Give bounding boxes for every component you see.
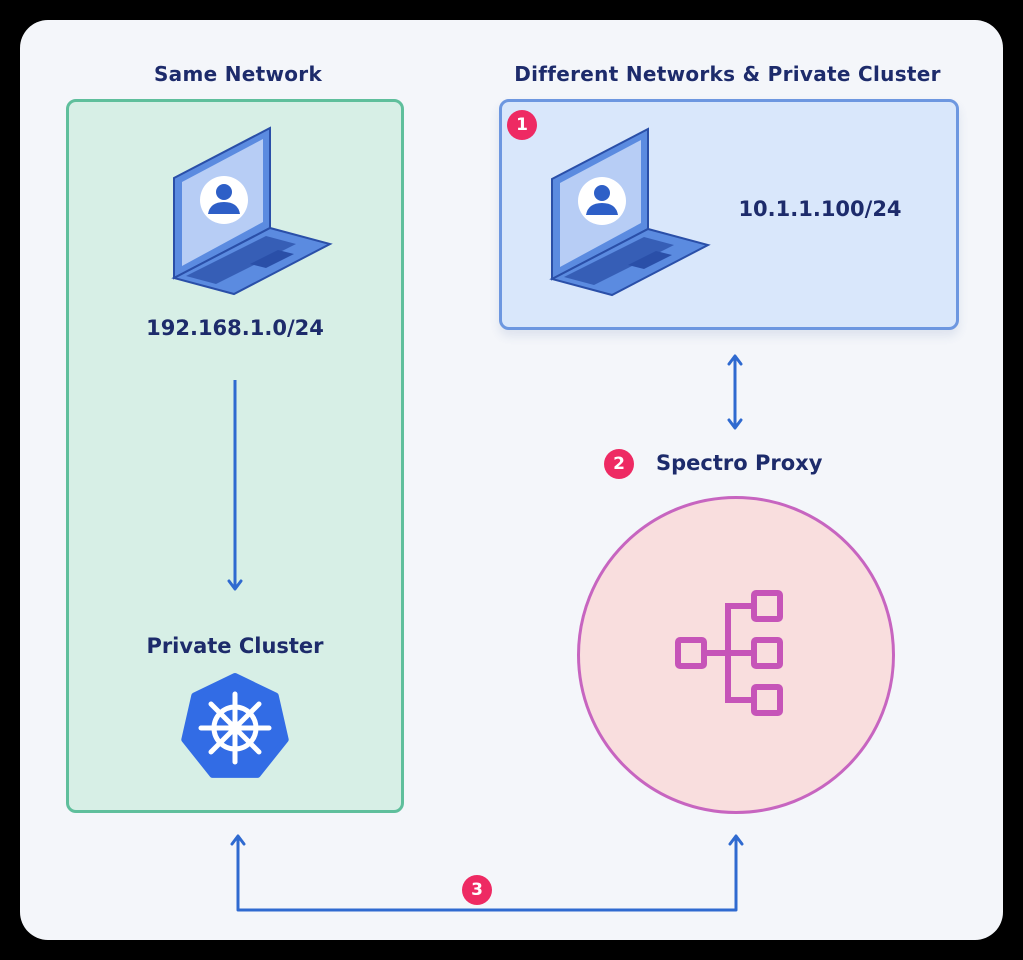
step-badge-1: 1	[507, 110, 537, 140]
laptop-user-icon	[171, 126, 333, 296]
diagram-canvas: Same Network Different Networks & Privat…	[20, 20, 1003, 940]
bidirectional-arrow	[727, 354, 743, 430]
down-arrow	[227, 380, 243, 591]
spectro-proxy-label: Spectro Proxy	[656, 451, 823, 475]
same-network-heading: Same Network	[153, 62, 323, 86]
remote-network-ip: 10.1.1.100/24	[738, 197, 902, 221]
private-cluster-label: Private Cluster	[146, 634, 324, 658]
laptop-user-icon-remote	[549, 127, 711, 297]
step-badge-2: 2	[604, 449, 634, 479]
tree-hierarchy-icon	[675, 590, 783, 716]
different-networks-heading: Different Networks & Private Cluster	[514, 62, 941, 86]
step-badge-3: 3	[462, 875, 492, 905]
cluster-proxy-connection	[230, 834, 744, 912]
kubernetes-helm-icon	[181, 673, 289, 778]
same-network-ip: 192.168.1.0/24	[146, 316, 324, 340]
